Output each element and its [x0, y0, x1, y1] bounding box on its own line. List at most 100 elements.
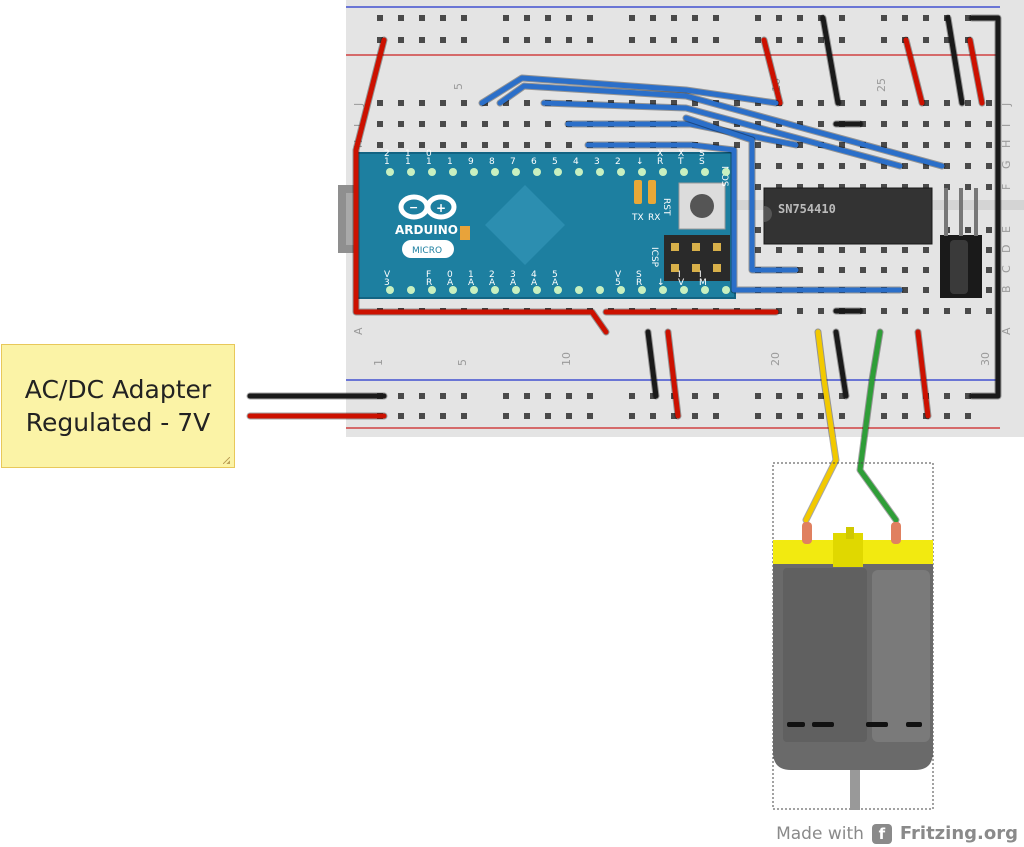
arduino-pin-label: 3 [384, 278, 390, 288]
breadboard-hole [671, 37, 677, 43]
breadboard-hole [482, 142, 488, 148]
arduino-pin [680, 286, 688, 294]
breadboard-hole [398, 142, 404, 148]
arduino-pin-label: X [678, 149, 684, 159]
arduino-pin-label: 0 [426, 149, 432, 159]
arduino-brand-label: ARDUINO [395, 223, 458, 237]
bb-row-letter: E [1000, 226, 1013, 233]
breadboard-hole [944, 308, 950, 314]
rx-led [648, 180, 656, 204]
arduino-pin [512, 168, 520, 176]
breadboard-hole [923, 142, 929, 148]
wire-red-jumper [967, 37, 985, 106]
breadboard-hole [818, 100, 824, 106]
breadboard-hole [818, 267, 824, 273]
breadboard-hole [881, 37, 887, 43]
breadboard-hole [776, 163, 782, 169]
power-supply-note[interactable]: AC/DC Adapter Regulated - 7V [1, 344, 235, 468]
breadboard-hole [797, 413, 803, 419]
breadboard-hole [587, 15, 593, 21]
breadboard-hole [902, 100, 908, 106]
note-resize-grip[interactable] [223, 457, 230, 464]
arduino-pin [575, 286, 583, 294]
breadboard-hole [965, 100, 971, 106]
breadboard-hole [734, 142, 740, 148]
breadboard-hole [713, 15, 719, 21]
breadboard-hole [923, 37, 929, 43]
breadboard-hole [461, 121, 467, 127]
breadboard-hole [545, 15, 551, 21]
breadboard-hole [755, 163, 761, 169]
breadboard-hole [713, 37, 719, 43]
arduino-pin [659, 286, 667, 294]
breadboard-hole [440, 393, 446, 399]
breadboard-hole [629, 37, 635, 43]
breadboard-hole [440, 413, 446, 419]
breadboard-hole [797, 184, 803, 190]
breadboard-hole [923, 121, 929, 127]
arduino-pin [680, 168, 688, 176]
breadboard-hole [545, 413, 551, 419]
arduino-pin-label: 2 [384, 149, 390, 159]
arduino-pin-label: 4 [573, 157, 579, 167]
breadboard-hole [419, 37, 425, 43]
arduino-pin-label: 9 [468, 157, 474, 167]
breadboard-hole [629, 15, 635, 21]
breadboard-hole [986, 121, 992, 127]
breadboard-hole [440, 100, 446, 106]
breadboard-hole [818, 393, 824, 399]
breadboard-hole [902, 121, 908, 127]
bb-row-letter: F [1000, 184, 1013, 190]
breadboard-hole [419, 121, 425, 127]
breadboard-hole [902, 15, 908, 21]
bb-col-25-top: 25 [875, 78, 888, 92]
bb-row-letter: B [1000, 285, 1013, 293]
bb-col-5-top: 5 [452, 83, 465, 90]
fritzing-brand-link[interactable]: Fritzing.org [899, 823, 1018, 844]
wire-black-rail-bridge [969, 15, 1001, 399]
breadboard-hole [524, 37, 530, 43]
arduino-pin-label: S [699, 149, 705, 159]
breadboard-hole [398, 100, 404, 106]
arduino-pin-label: A [468, 278, 475, 288]
breadboard-hole [776, 393, 782, 399]
breadboard-hole [650, 100, 656, 106]
icsp-pin [713, 264, 721, 272]
breadboard-hole [923, 163, 929, 169]
bb-row-letter: A [1000, 327, 1013, 335]
breadboard-hole [986, 227, 992, 233]
breadboard-hole [440, 121, 446, 127]
breadboard-hole [377, 37, 383, 43]
breadboard-hole [776, 184, 782, 190]
arduino-pin-label: S [699, 157, 705, 167]
breadboard-hole [818, 308, 824, 314]
arduino-pin [407, 168, 415, 176]
breadboard-hole [461, 413, 467, 419]
breadboard-hole [860, 121, 866, 127]
chip-label: SN754410 [778, 202, 836, 216]
breadboard-hole [965, 413, 971, 419]
breadboard-hole [923, 247, 929, 253]
breadboard-hole [461, 100, 467, 106]
wire-red-jumper [903, 37, 925, 106]
wire-blue-signal [497, 83, 945, 169]
wire-blue-signal [541, 100, 903, 169]
arduino-pin-label: ↓ [636, 157, 644, 167]
arduino-pin-label: 1 [426, 157, 432, 167]
breadboard-hole [944, 121, 950, 127]
breadboard-hole [692, 15, 698, 21]
breadboard-hole [923, 308, 929, 314]
arduino-pin [449, 286, 457, 294]
breadboard-hole [650, 393, 656, 399]
breadboard-hole [860, 184, 866, 190]
breadboard-hole [881, 15, 887, 21]
breadboard-hole [839, 142, 845, 148]
breadboard-hole [461, 142, 467, 148]
breadboard-hole [944, 37, 950, 43]
breadboard-hole [503, 100, 509, 106]
rst-label: RST [661, 198, 671, 216]
breadboard-hole [818, 121, 824, 127]
wire-red-power [353, 37, 609, 335]
mosi-label: MOS [719, 166, 729, 187]
